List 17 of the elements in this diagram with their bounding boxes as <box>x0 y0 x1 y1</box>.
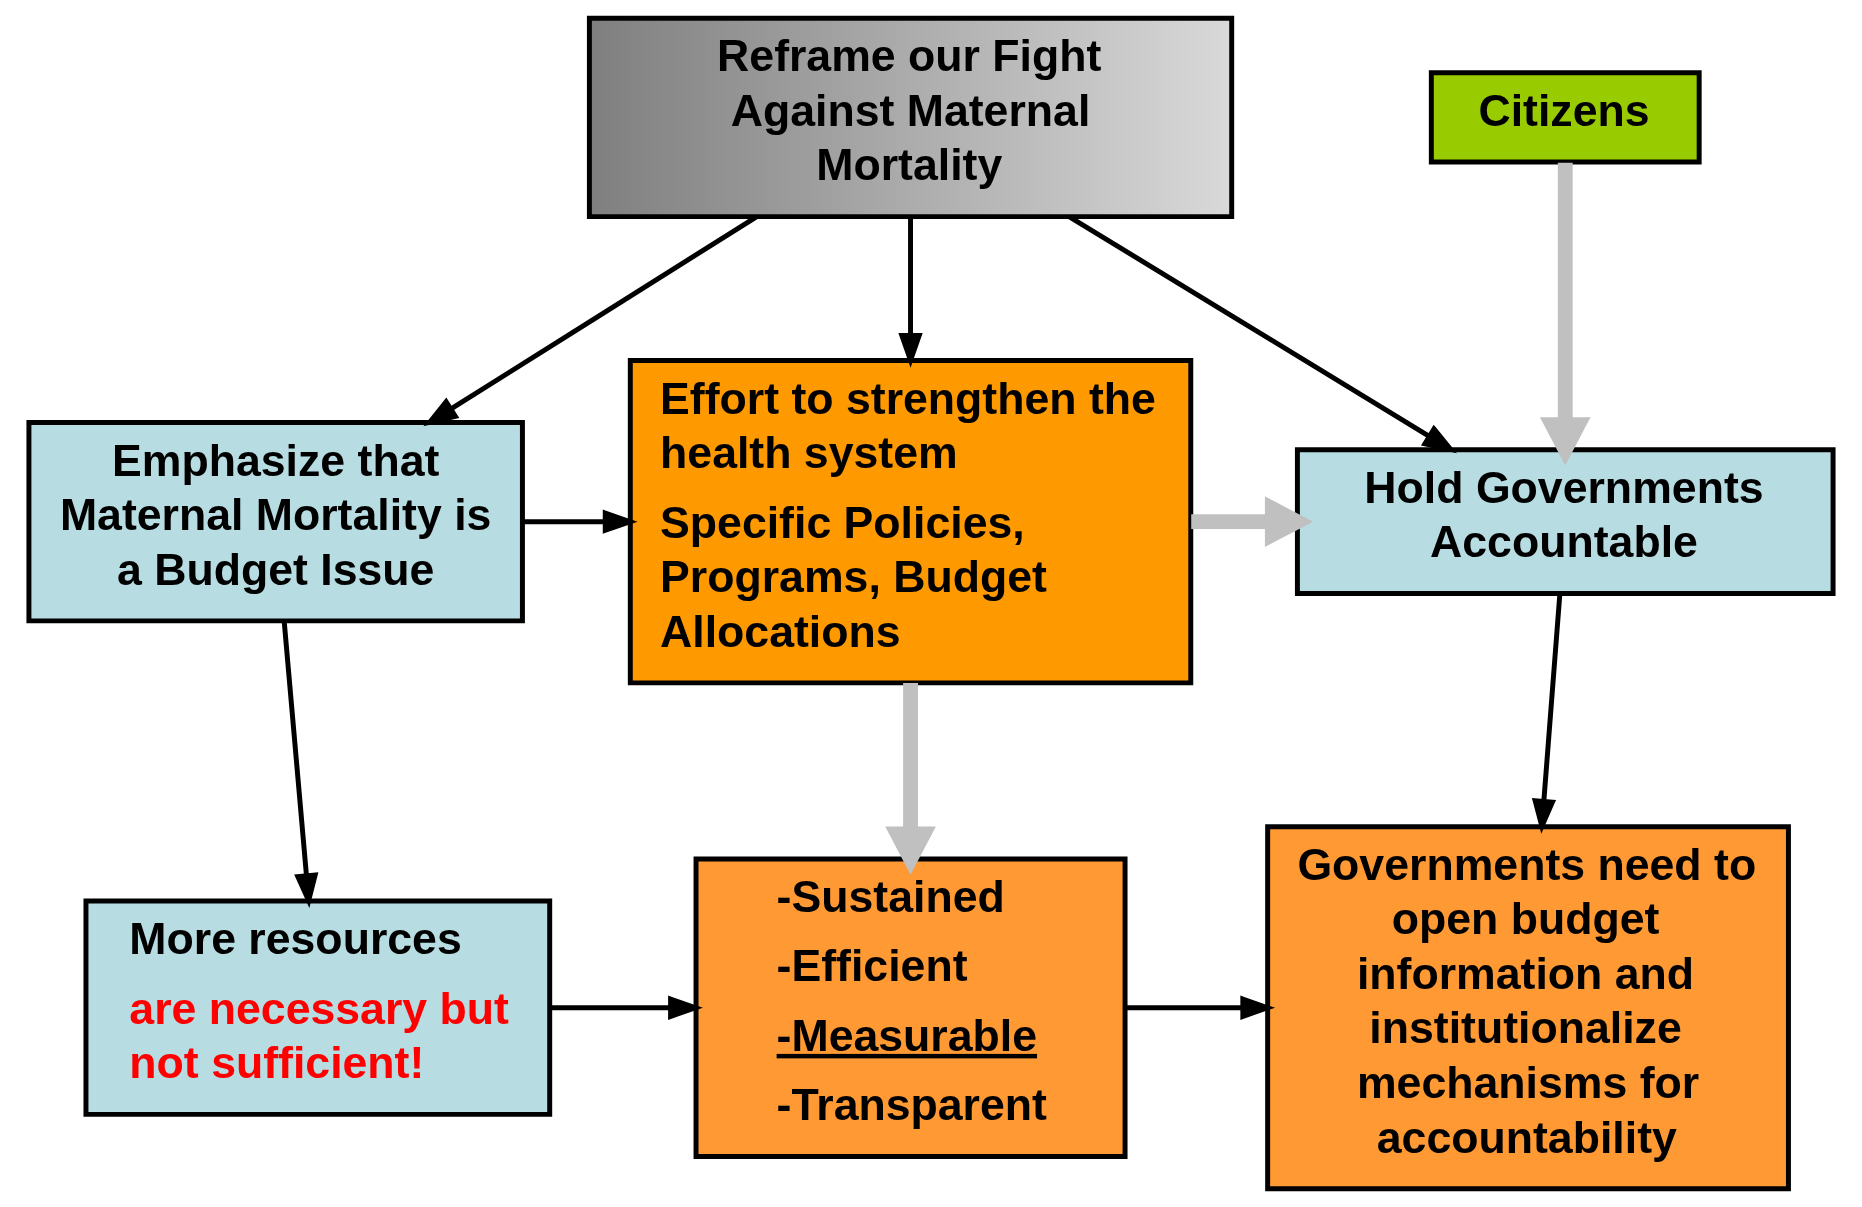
node-box: -Sustained -Efficient -Measurable -Transparent <box>693 856 1128 1159</box>
arrow <box>1191 496 1314 547</box>
node-box: Hold Governments Accountable <box>1294 447 1836 597</box>
arrow <box>522 509 638 534</box>
arrow <box>281 621 319 908</box>
node-box: Effort to strengthen the health system Specific Policies, Programs, Budget Allocations <box>627 358 1194 686</box>
arrow <box>898 217 923 368</box>
arrow <box>1539 162 1591 466</box>
arrow <box>550 995 703 1020</box>
node-box: Reframe our Fight Against Maternal Mortality <box>586 15 1235 220</box>
node-box: Governments need to open budget information and institutionalize mechanisms for accountability <box>1265 824 1791 1192</box>
arrow <box>1531 593 1563 834</box>
arrow <box>885 683 936 875</box>
node-box: Citizens <box>1428 70 1702 165</box>
node-box: More resources are necessary but not sufficient! <box>83 898 553 1117</box>
arrow <box>1125 995 1276 1020</box>
node-box: Emphasize that Maternal Mortality is a Budget Issue <box>26 419 525 624</box>
